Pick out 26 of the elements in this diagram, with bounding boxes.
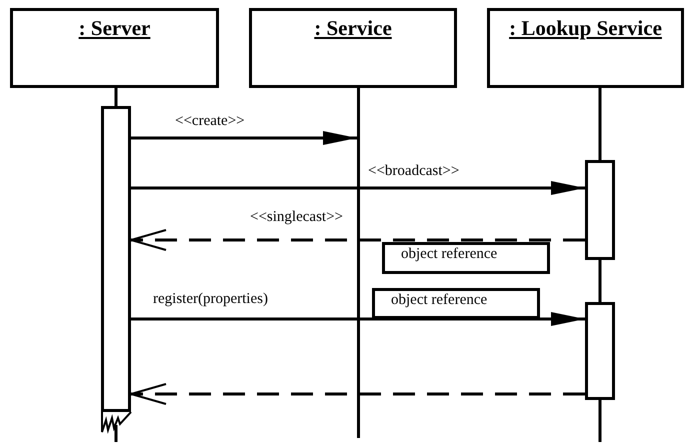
- object-box: [10, 8, 219, 88]
- message-arrow: [131, 312, 585, 326]
- edge-label: <<create>>: [175, 112, 245, 131]
- lifeline: [357, 88, 360, 438]
- note-text: object reference: [401, 245, 498, 264]
- return-arrow: [130, 383, 585, 405]
- note-box: [382, 242, 550, 274]
- object-box: [249, 8, 457, 88]
- message-arrow: [131, 131, 357, 145]
- activation-bar: [585, 302, 615, 400]
- object-box: [487, 8, 684, 88]
- lifeline-segment: [598, 88, 602, 160]
- edge-label: <<singlecast>>: [250, 208, 343, 227]
- edge-label: <<broadcast>>: [368, 162, 460, 181]
- activation-bar: [585, 160, 615, 260]
- message-arrow: [131, 181, 585, 195]
- note-box: [372, 288, 540, 319]
- activation-bar: [101, 106, 131, 412]
- object-name: : Server: [78, 15, 150, 42]
- object-name: : Service: [314, 15, 392, 42]
- edge-label: register(properties): [153, 290, 268, 309]
- object-name: : Lookup Service: [509, 15, 662, 42]
- return-arrow: [130, 229, 585, 251]
- note-text: object reference: [391, 291, 488, 310]
- lifeline-segment: [598, 260, 602, 302]
- lifeline-segment: [114, 88, 118, 106]
